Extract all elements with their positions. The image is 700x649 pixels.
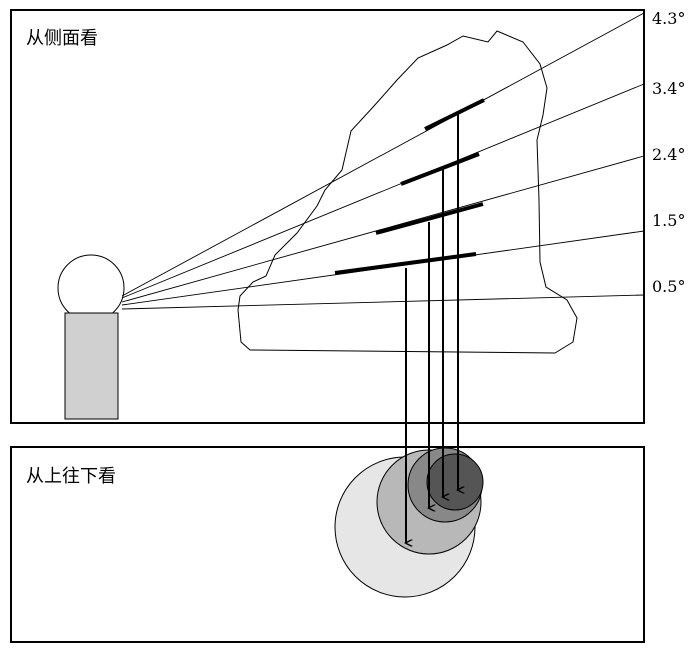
beam-ray-4-3 bbox=[121, 12, 645, 297]
scan-segment-4-3 bbox=[424, 98, 485, 131]
beam-label-1-5: 1.5° bbox=[652, 211, 685, 230]
scan-segment-2-4 bbox=[375, 202, 484, 235]
beam-ray-3-4 bbox=[121, 83, 645, 299]
projection-arrows bbox=[406, 113, 458, 543]
top-view-frame bbox=[10, 446, 645, 643]
beam-label-0-5: 0.5° bbox=[652, 277, 685, 296]
scan-segment-3-4 bbox=[400, 152, 480, 186]
footprint-circle-3-4 bbox=[426, 453, 484, 511]
cloud-outline bbox=[237, 30, 578, 354]
radar-tower bbox=[64, 312, 119, 420]
top-view-panel: 从上往下看 bbox=[10, 446, 645, 643]
side-view-title: 从侧面看 bbox=[26, 28, 98, 49]
radar-dome bbox=[57, 254, 125, 322]
beam-label-2-4: 2.4° bbox=[652, 145, 685, 164]
beam-ray-2-4 bbox=[121, 155, 645, 303]
beam-label-4-3: 4.3° bbox=[652, 9, 685, 28]
side-view-panel: 从侧面看 4.3° 3.4° 2.4° 1.5° 0.5° bbox=[10, 9, 685, 424]
beam-ray-0-5 bbox=[121, 294, 645, 310]
top-view-title: 从上往下看 bbox=[26, 466, 116, 487]
beam-label-3-4: 3.4° bbox=[652, 79, 685, 98]
scan-segment-1-5 bbox=[334, 252, 477, 275]
scan-segments bbox=[334, 98, 485, 275]
